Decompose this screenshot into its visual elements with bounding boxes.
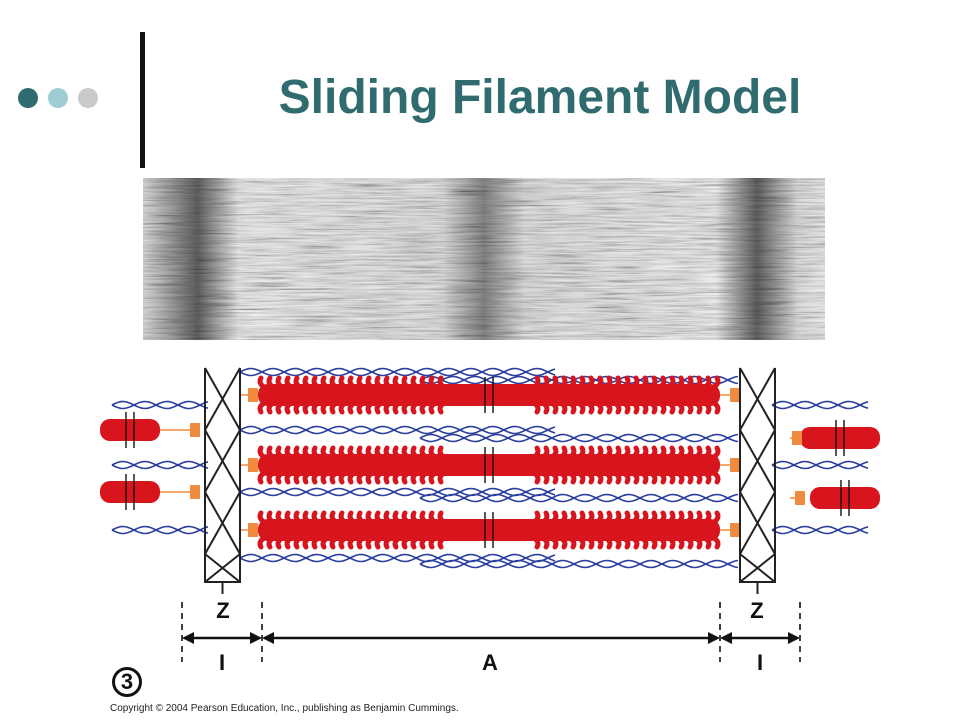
titin-right-2 [720,458,740,472]
title-divider [140,32,145,168]
thin-filament-right-1 [419,375,739,385]
titin-adj-left-2 [160,485,200,499]
thin-filaments [111,367,869,569]
band-dimensions [181,602,801,662]
thick-filament-2 [257,445,721,485]
z-disc-right [739,367,776,594]
thick-filament-adjacent-right-2 [810,480,880,516]
z-discs [204,367,776,594]
thin-filament-right-4 [419,559,739,569]
thin-filament-right-3 [419,493,739,503]
thick-filaments [100,375,880,550]
thin-filament-outer-right-2 [771,460,869,470]
thick-filament-adjacent-left-2 [100,474,160,510]
thin-filament-outer-left-3 [111,525,209,535]
z-label-right: Z [750,598,763,623]
thin-filament-outer-right-1 [771,400,869,410]
titin-connectors [160,388,805,537]
i-band-label-left: I [219,650,225,675]
step-number-badge: 3 [112,667,142,697]
thin-filament-left-4 [239,553,556,563]
i-band-label-right: I [757,650,763,675]
titin-adj-right-1 [790,431,802,445]
sarcomere-diagram: Z Z I A I [100,367,880,675]
titin-right-3 [720,523,740,537]
decorative-dots [18,88,98,108]
dot-gray [78,88,98,108]
z-disc-left [204,367,241,594]
a-band-label: A [482,650,498,675]
a-band-arrow [262,632,720,644]
titin-left-1 [240,388,258,402]
thin-filament-left-3 [239,487,556,497]
thin-filament-right-2 [419,433,739,443]
dot-dark [18,88,38,108]
thin-filament-left-2 [239,425,556,435]
thick-filament-adjacent-right-1 [800,420,880,456]
i-band-arrow-right [720,632,800,644]
dot-light-teal [48,88,68,108]
thin-filament-left-1 [239,367,556,377]
thick-filament-1 [257,375,721,415]
thin-filament-outer-left-1 [111,400,209,410]
titin-adj-right-2 [790,491,805,505]
titin-left-3 [240,523,258,537]
titin-adj-left-1 [160,423,200,437]
thick-filament-3 [257,510,721,550]
i-band-arrow-left [182,632,262,644]
z-label-left: Z [216,598,229,623]
titin-right-1 [720,388,740,402]
titin-left-2 [240,458,258,472]
thin-filament-outer-right-3 [771,525,869,535]
electron-micrograph [143,178,825,340]
slide-title: Sliding Filament Model [278,71,802,124]
copyright-notice: Copyright © 2004 Pearson Education, Inc.… [110,703,459,714]
thick-filament-adjacent-left-1 [100,412,160,448]
thin-filament-outer-left-2 [111,460,209,470]
